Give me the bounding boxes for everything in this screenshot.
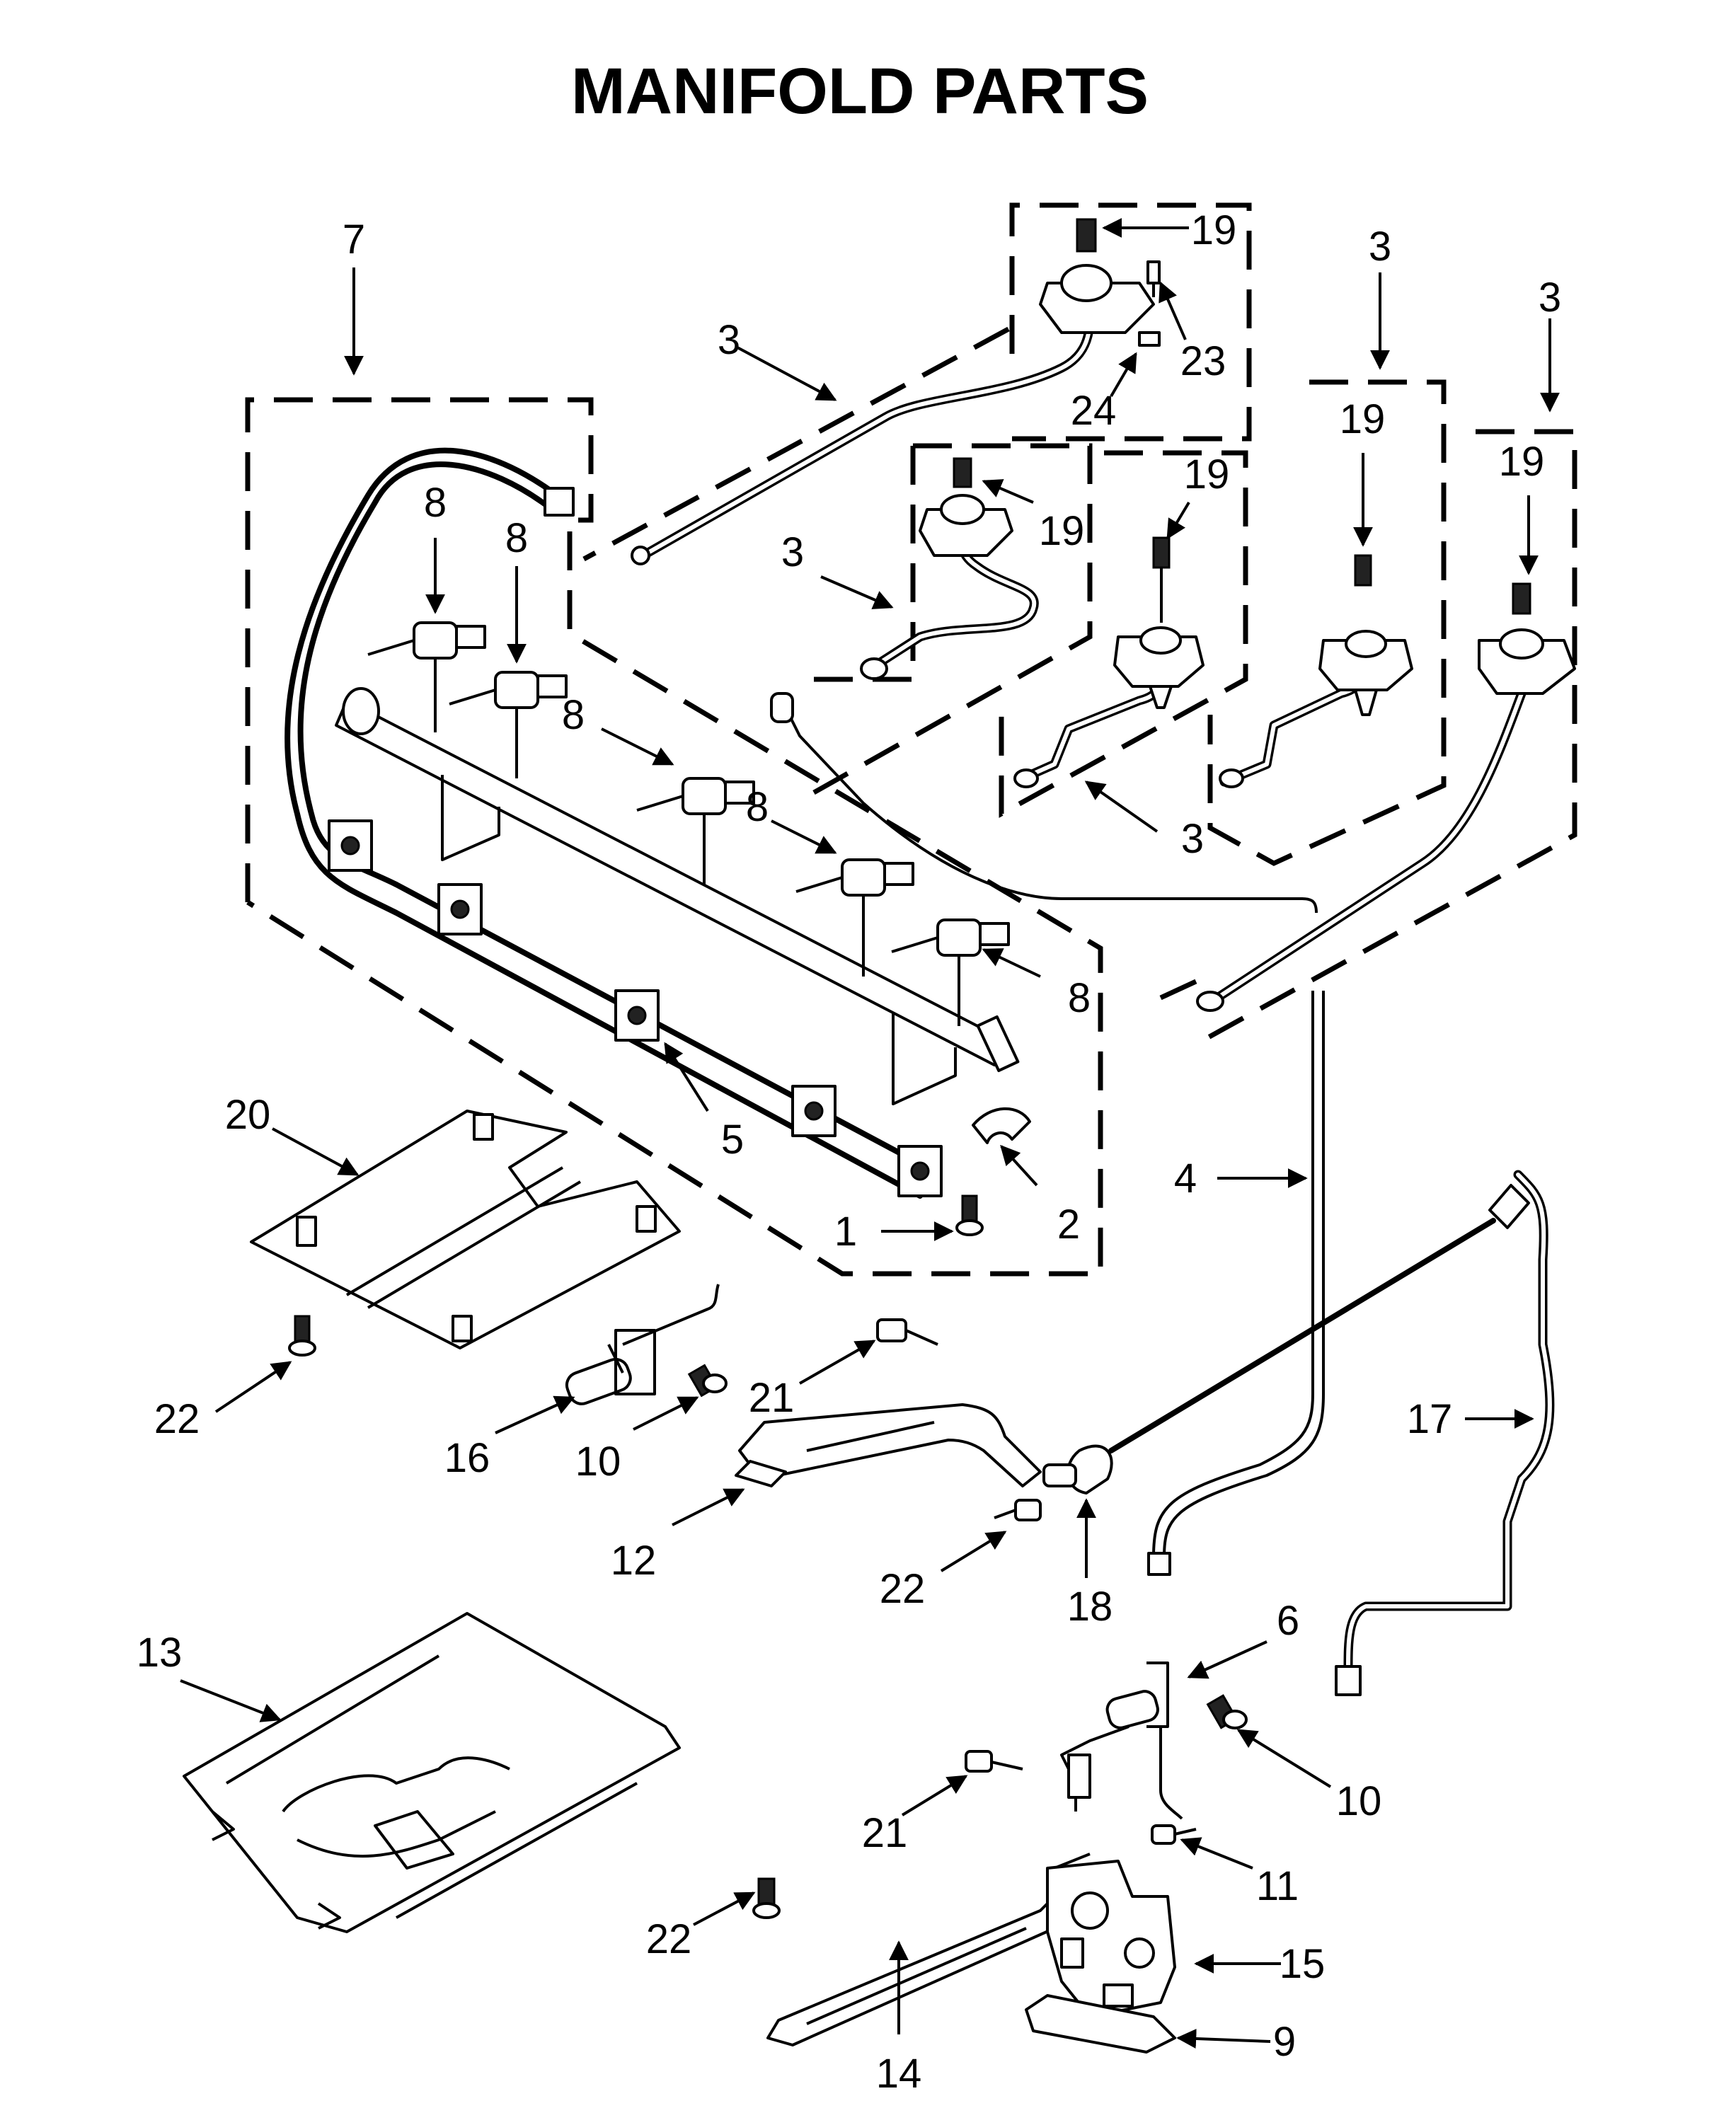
valve-screw (1151, 1824, 1197, 1845)
callout-7: 7 (343, 217, 365, 263)
callout-labels: 7 3 19 23 24 3 3 19 19 19 19 3 3 8 8 8 8… (137, 207, 1561, 2097)
heat-shield (250, 1110, 681, 1349)
callout-19-left-rear: 19 (1039, 508, 1085, 554)
callout-16: 16 (444, 1435, 490, 1481)
burner-valve-5 (891, 918, 1010, 1026)
callout-10-broil: 10 (1336, 1778, 1382, 1824)
harness-clip-3 (614, 989, 660, 1042)
burner-screw-upper (876, 1318, 938, 1346)
callout-1: 1 (834, 1209, 857, 1255)
callout-21-oven: 21 (749, 1375, 795, 1421)
callout-9: 9 (1273, 2019, 1296, 2065)
callout-3-right: 3 (1539, 275, 1561, 321)
broil-shield-screw (752, 1877, 781, 1919)
callout-8-4: 8 (746, 784, 769, 830)
harness-connector (544, 487, 575, 517)
callout-22-heat-shield: 22 (154, 1396, 200, 1442)
callout-19-top: 19 (1191, 207, 1237, 253)
harness-clip-4 (791, 1085, 837, 1137)
callout-3-left-rear: 3 (781, 529, 804, 575)
harness-clip-2 (437, 883, 483, 935)
burner-valve-1 (367, 621, 486, 732)
burner-tube-center-front (1207, 379, 1447, 866)
callout-3-top: 3 (718, 317, 740, 363)
burner-valve-3 (636, 777, 755, 885)
page-title: MANIFOLD PARTS (571, 55, 1149, 127)
callout-3-center-rear: 3 (1181, 816, 1204, 862)
callout-12: 12 (611, 1538, 657, 1584)
broil-shield (183, 1612, 681, 1933)
callout-21-broil: 21 (862, 1810, 908, 1856)
callout-5: 5 (721, 1117, 744, 1163)
oven-burner (735, 1403, 1042, 1487)
harness-wire (284, 447, 943, 1199)
callout-13: 13 (137, 1630, 183, 1676)
callout-19-center-rear: 19 (1184, 451, 1230, 497)
broil-igniter-screw (1206, 1694, 1248, 1729)
broil-igniter (1060, 1662, 1183, 1820)
valve-pan (1025, 1994, 1176, 2054)
callout-6: 6 (1277, 1598, 1299, 1644)
orifice-screw (994, 1499, 1042, 1521)
callout-10-oven: 10 (575, 1439, 621, 1485)
manifold-assembly-group (245, 397, 1103, 1277)
callout-19-center-front: 19 (1340, 396, 1386, 442)
callout-18: 18 (1067, 1584, 1113, 1630)
burner-valve-2 (449, 671, 568, 778)
callout-arrows (180, 218, 1560, 2049)
harness-clip-1 (328, 819, 373, 872)
broil-burner-screw (965, 1750, 1023, 1773)
callout-23: 23 (1180, 338, 1226, 384)
callout-19-right: 19 (1499, 439, 1545, 485)
oven-supply-tube (770, 692, 1325, 1576)
callout-2: 2 (1057, 1202, 1080, 1248)
callout-8-2: 8 (505, 515, 528, 561)
callout-14: 14 (876, 2051, 922, 2097)
callout-17: 17 (1407, 1396, 1453, 1442)
callout-24: 24 (1071, 388, 1117, 434)
harness-clip-5 (897, 1145, 943, 1197)
burner-tube-top (582, 202, 1252, 565)
gas-valve (1046, 1860, 1176, 2018)
callout-22-orifice: 22 (880, 1566, 926, 1612)
manifold-pipe (335, 687, 1020, 1105)
callout-20: 20 (225, 1092, 271, 1138)
manifold-clamp (972, 1107, 1031, 1144)
burner-tube-right (1159, 429, 1577, 1043)
callout-22-broil: 22 (646, 1916, 692, 1962)
heat-shield-screw (288, 1315, 316, 1357)
callout-3-center-front: 3 (1369, 224, 1391, 270)
igniter-screw-upper (687, 1364, 728, 1398)
callout-8-5: 8 (1068, 975, 1091, 1021)
oven-igniter (565, 1284, 720, 1405)
callout-11: 11 (1256, 1863, 1299, 1909)
manifold-screw (955, 1194, 984, 1236)
oven-orifice-holder (1042, 1444, 1113, 1495)
callout-8-3: 8 (562, 692, 585, 738)
burner-tube-center-rear (999, 450, 1248, 818)
callout-15: 15 (1280, 1941, 1326, 1987)
callout-4: 4 (1174, 1156, 1197, 1202)
broil-supply-tube (1108, 1170, 1555, 1696)
burner-valve-4 (795, 858, 914, 977)
callout-8-1: 8 (424, 480, 447, 526)
burner-tube-left-rear (807, 443, 1093, 795)
